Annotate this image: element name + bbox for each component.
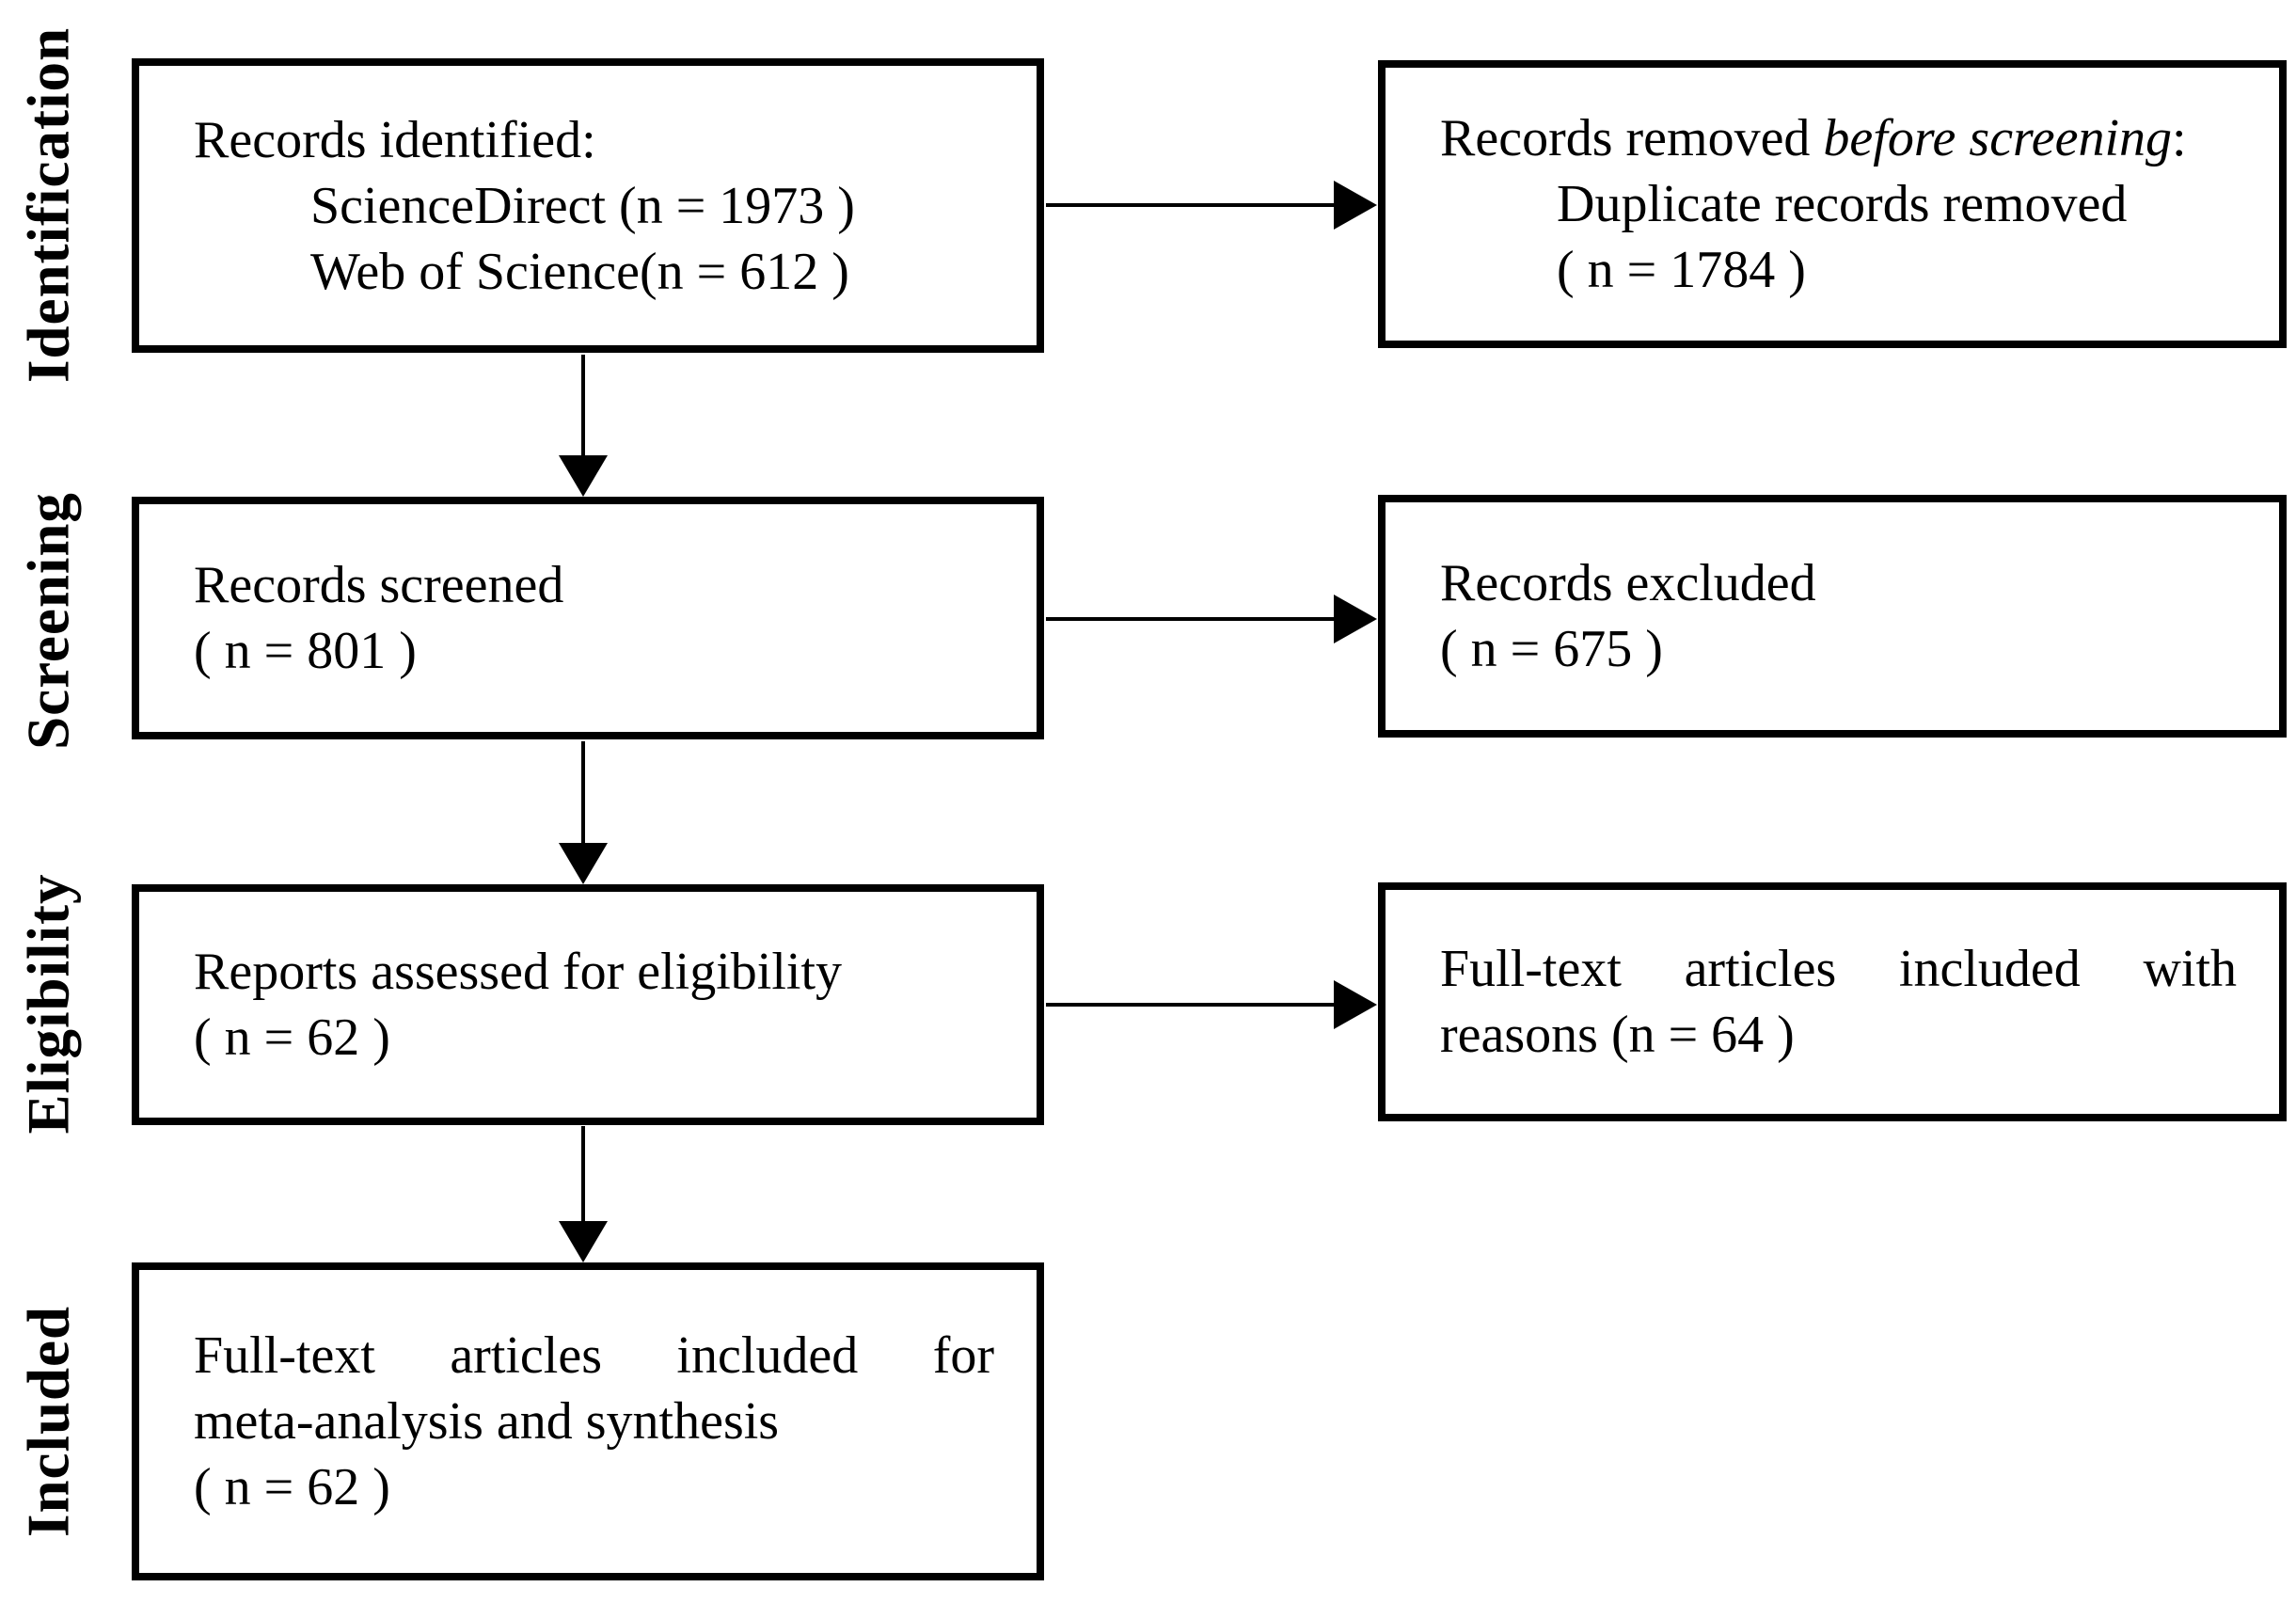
reports-assessed-count: ( n = 62 ) bbox=[194, 1008, 390, 1067]
box-records-removed: Records removed before screening: Duplic… bbox=[1378, 60, 2287, 348]
box-records-excluded: Records excluded ( n = 675 ) bbox=[1378, 495, 2287, 738]
arrow-shaft bbox=[581, 741, 585, 847]
records-removed-title-italic: before screening bbox=[1823, 109, 2173, 167]
arrow-screened-to-assessed bbox=[559, 741, 608, 884]
records-removed-duplicates: Duplicate records removed bbox=[1557, 175, 2128, 233]
arrow-shaft bbox=[581, 355, 585, 459]
arrow-shaft bbox=[1046, 1003, 1338, 1007]
arrow-right-head bbox=[1334, 980, 1377, 1029]
records-screened-count: ( n = 801 ) bbox=[194, 622, 417, 680]
arrow-down-head bbox=[559, 455, 608, 497]
arrow-right-head bbox=[1334, 181, 1377, 230]
reports-assessed-title: Reports assessed for eligibility bbox=[194, 943, 843, 1001]
arrow-shaft bbox=[1046, 617, 1338, 621]
records-removed-title-colon: : bbox=[2172, 109, 2187, 167]
records-identified-title: Records identified: bbox=[194, 110, 596, 169]
records-removed-title-prefix: Records removed bbox=[1440, 109, 1824, 167]
stage-label-included: Included bbox=[15, 1305, 82, 1538]
arrow-identified-to-removed bbox=[1046, 181, 1377, 230]
arrow-identified-to-screened bbox=[559, 355, 608, 497]
arrow-right-head bbox=[1334, 595, 1377, 643]
arrow-down-head bbox=[559, 843, 608, 884]
stage-label-eligibility: Eligibility bbox=[15, 873, 82, 1135]
arrow-down-head bbox=[559, 1221, 608, 1262]
arrow-assessed-to-included bbox=[559, 1126, 608, 1262]
box-fulltext-with-reasons: Full-text articles included with reasons… bbox=[1378, 882, 2287, 1121]
records-excluded-title: Records excluded bbox=[1440, 554, 1816, 612]
arrow-shaft bbox=[1046, 203, 1338, 207]
fulltext-reasons-line2: reasons (n = 64 ) bbox=[1440, 1006, 1795, 1064]
arrow-shaft bbox=[581, 1126, 585, 1225]
box-records-screened: Records screened ( n = 801 ) bbox=[132, 497, 1044, 739]
fulltext-included-line1: Full-text articles included for bbox=[194, 1326, 994, 1385]
records-screened-title: Records screened bbox=[194, 556, 564, 614]
stage-label-identification: Identification bbox=[15, 26, 82, 384]
stage-label-screening: Screening bbox=[15, 492, 82, 750]
records-identified-sciencedirect: ScienceDirect (n = 1973 ) bbox=[310, 176, 855, 235]
arrow-assessed-to-reasons bbox=[1046, 980, 1377, 1029]
box-fulltext-included: Full-text articles included for meta-ana… bbox=[132, 1262, 1044, 1580]
records-excluded-count: ( n = 675 ) bbox=[1440, 620, 1663, 678]
fulltext-included-line2: meta-analysis and synthesis bbox=[194, 1392, 780, 1451]
box-reports-assessed: Reports assessed for eligibility ( n = 6… bbox=[132, 884, 1044, 1125]
records-identified-webofscience: Web of Science(n = 612 ) bbox=[310, 242, 849, 301]
fulltext-reasons-line1: Full-text articles included with bbox=[1440, 940, 2237, 998]
fulltext-included-count: ( n = 62 ) bbox=[194, 1458, 390, 1516]
arrow-screened-to-excluded bbox=[1046, 595, 1377, 643]
records-removed-count: ( n = 1784 ) bbox=[1557, 241, 1806, 299]
records-removed-title: Records removed before screening: bbox=[1440, 105, 2237, 171]
box-records-identified: Records identified: ScienceDirect (n = 1… bbox=[132, 58, 1044, 353]
